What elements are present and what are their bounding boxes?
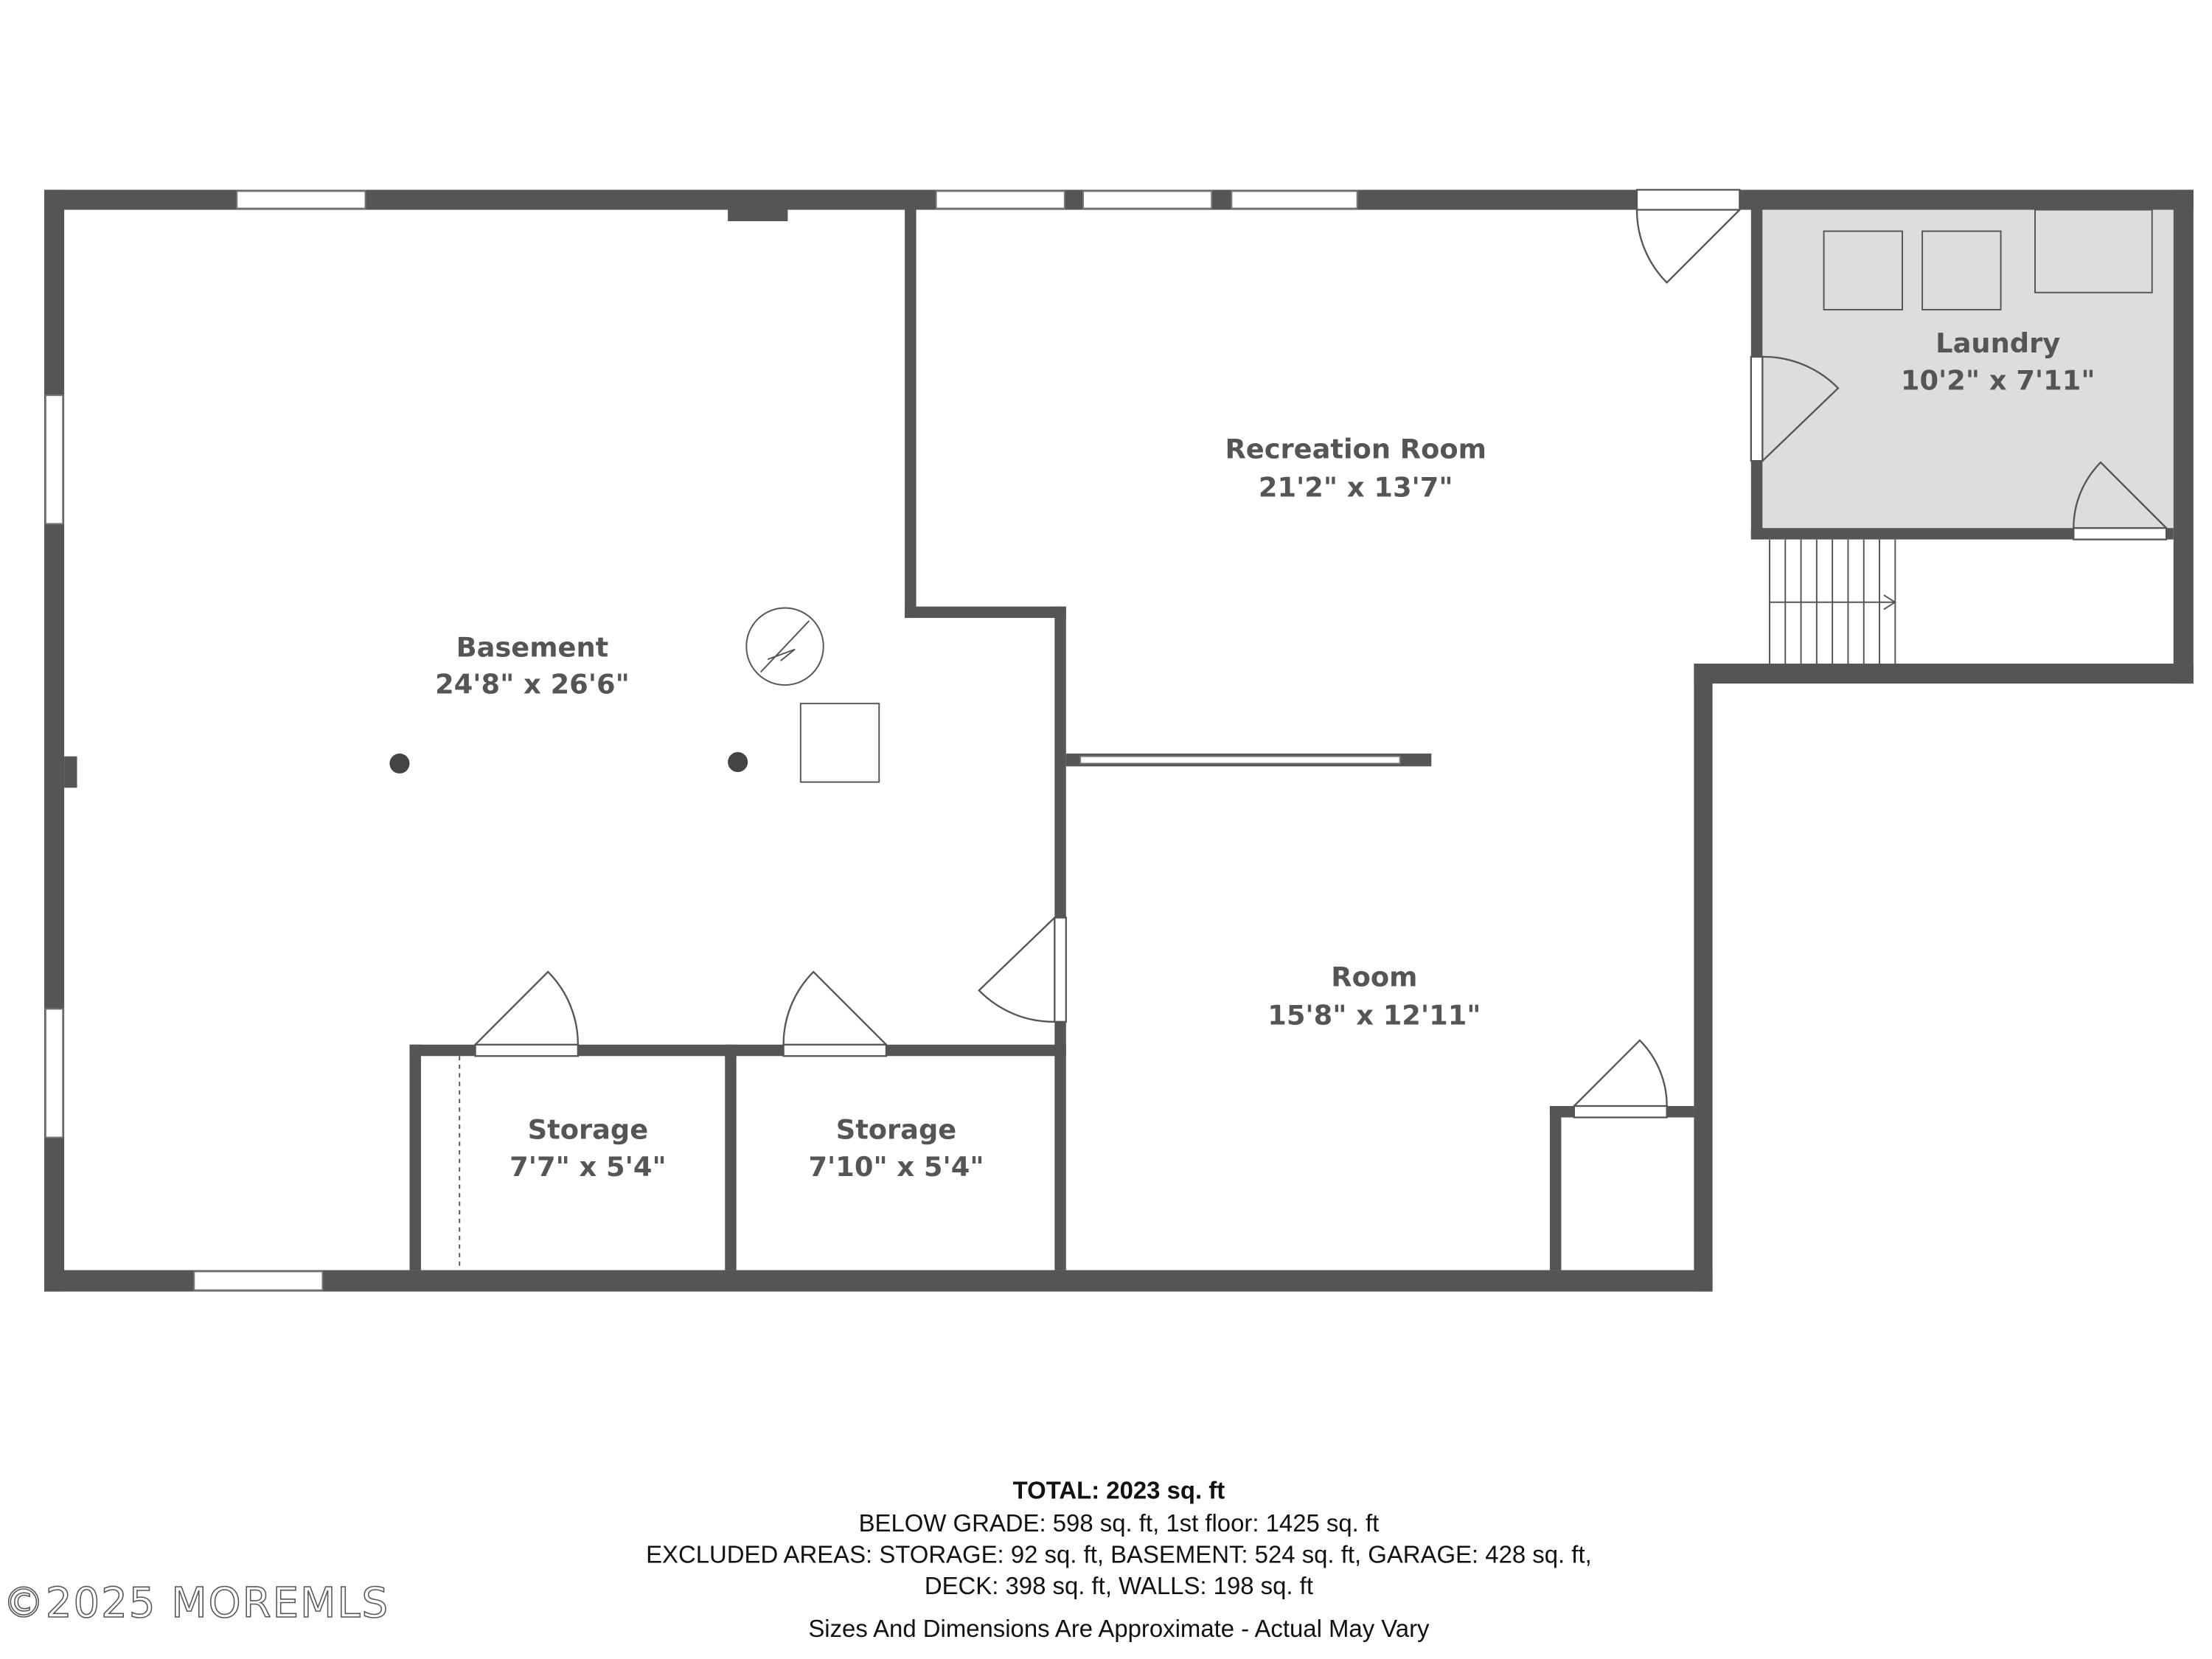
- room-size: 7'10" x 5'4": [808, 1151, 984, 1183]
- room-labels: Basement 24'8" x 26'6" Recreation Room 2…: [435, 327, 2095, 1183]
- support-column: [728, 752, 748, 773]
- room-name: Storage: [528, 1114, 649, 1146]
- disclaimer: Sizes And Dimensions Are Approximate - A…: [808, 1615, 1430, 1642]
- room-size: 15'8" x 12'11": [1267, 1000, 1481, 1032]
- watermark: ©2025 MOREMLS: [3, 1579, 389, 1627]
- room-size: 10'2" x 7'11": [1901, 364, 2096, 396]
- dryer: [1921, 230, 2002, 310]
- room-size: 21'2" x 13'7": [1259, 472, 1453, 504]
- laundry-floor: [1762, 209, 2174, 529]
- room-name: Laundry: [1935, 327, 2060, 359]
- room-name: Recreation Room: [1225, 433, 1486, 465]
- area-summary: TOTAL: 2023 sq. ft BELOW GRADE: 598 sq. …: [646, 1476, 1592, 1642]
- stairs: [1769, 539, 1897, 664]
- room-name: Basement: [456, 631, 609, 663]
- area-line-3: DECK: 398 sq. ft, WALLS: 198 sq. ft: [925, 1572, 1313, 1599]
- room-size: 7'7" x 5'4": [509, 1151, 666, 1183]
- fixtures: [459, 209, 2153, 1270]
- area-line-1: BELOW GRADE: 598 sq. ft, 1st floor: 1425…: [859, 1509, 1380, 1537]
- room-size: 24'8" x 26'6": [435, 669, 630, 700]
- laundry-sink: [2034, 209, 2153, 293]
- room-name: Storage: [836, 1114, 957, 1146]
- furnace: [799, 703, 880, 783]
- windows: [44, 190, 1401, 1291]
- total-area: TOTAL: 2023 sq. ft: [1013, 1476, 1225, 1503]
- water-heater: [745, 607, 824, 686]
- support-column: [389, 753, 410, 774]
- washer: [1823, 230, 1903, 310]
- doors: [474, 189, 2168, 1119]
- room-name: Room: [1331, 961, 1417, 992]
- area-line-2: EXCLUDED AREAS: STORAGE: 92 sq. ft, BASE…: [646, 1540, 1592, 1568]
